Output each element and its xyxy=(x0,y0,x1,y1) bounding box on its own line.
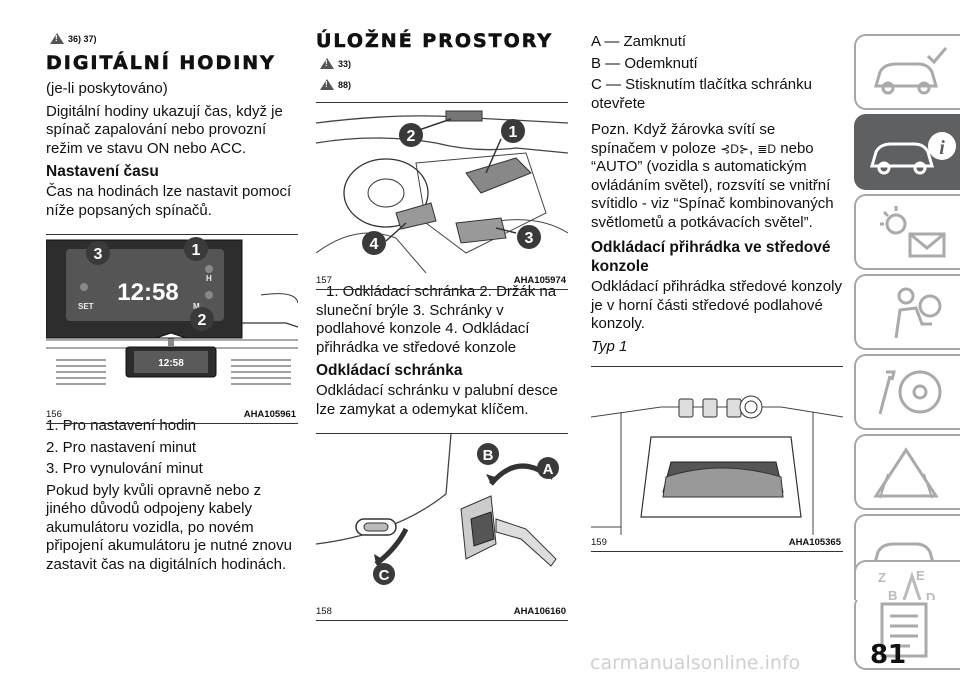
figure-159: 159 AHA105365 xyxy=(591,366,843,552)
paragraph: Čas na hodinách lze nastavit pomocí níže… xyxy=(46,183,292,219)
reference-text: 33) xyxy=(338,58,352,69)
figure-code: AHA105365 xyxy=(788,537,841,548)
svg-text:i: i xyxy=(939,137,945,159)
list-item: A — Zamknutí xyxy=(591,33,687,50)
figure-number: 157 xyxy=(316,275,332,286)
list-item: C — Stisknutím tlačítka schránku otevřet… xyxy=(591,76,812,112)
figure-code: AHA105961 xyxy=(243,409,296,420)
callout-1: 1 xyxy=(509,124,518,141)
paragraph: Odkládací přihrádka středové konzoly je … xyxy=(591,278,842,332)
callout-2: 2 xyxy=(198,312,207,329)
figure-caption: 156 AHA105961 xyxy=(46,407,298,424)
list-item: 2. Pro nastavení minut xyxy=(46,438,197,456)
label-set: SET xyxy=(78,302,94,311)
figure-code: AHA105974 xyxy=(513,275,566,286)
list-item: B — Odemknutí xyxy=(591,54,698,72)
warning-road-icon xyxy=(873,447,939,499)
headlight-icon: ≣D xyxy=(757,141,777,156)
clock-illustration: 12:58 12:58 SET H M 3 1 2 xyxy=(46,235,298,407)
label-m: M xyxy=(193,302,200,311)
section-title-storage: ÚLOŽNÉ PROSTORY xyxy=(316,30,554,53)
figure-157: 2 1 3 4 157 AHA105974 xyxy=(316,102,568,290)
paragraph: Pokud byly kvůli opravně nebo z jiného d… xyxy=(46,481,292,573)
tab-person-airbag[interactable] xyxy=(854,274,960,350)
steering-wrench-icon xyxy=(878,370,942,415)
tab-car-info[interactable]: i xyxy=(854,114,960,190)
figure-caption: 157 AHA105974 xyxy=(316,273,568,290)
callout-4: 4 xyxy=(370,236,379,253)
callout-a: A xyxy=(543,461,554,478)
figure-156: 12:58 12:58 SET H M 3 1 2 156 AHA105961 xyxy=(46,234,298,424)
list-icon xyxy=(880,602,928,658)
callout-3: 3 xyxy=(94,246,103,263)
callout-2: 2 xyxy=(407,128,416,145)
paragraph: (je-li poskytováno) xyxy=(46,80,168,97)
type-label: Typ 1 xyxy=(591,337,628,355)
person-airbag-icon xyxy=(894,287,942,339)
tab-warning-road[interactable] xyxy=(854,434,960,510)
reference-marks: 36) 37) xyxy=(50,33,298,44)
paragraph: Odkládací schránku v palubní desce lze z… xyxy=(316,382,558,418)
svg-text:B: B xyxy=(888,588,897,600)
list-item: 1. Pro nastavení hodin xyxy=(46,417,197,434)
svg-text:E: E xyxy=(916,568,925,583)
lights-mail-icon xyxy=(880,206,946,258)
column-3: A — Zamknutí B — Odemknutí C — Stisknutí… xyxy=(591,0,843,552)
callout-3: 3 xyxy=(525,230,534,247)
car-check-icon xyxy=(874,47,948,95)
figure-number: 156 xyxy=(46,409,62,420)
glovebox-lock-illustration: B A C xyxy=(316,434,568,604)
console-tray-illustration xyxy=(591,367,843,535)
setting-list: 1. Pro nastavení hodin 2. Pro nastavení … xyxy=(46,417,298,479)
column-2: ÚLOŽNÉ PROSTORY 33) 88) xyxy=(316,0,568,621)
lock-list: A — Zamknutí B — Odemknutí C — Stisknutí… xyxy=(591,33,843,113)
label-h: H xyxy=(206,274,212,283)
list-item: 3. Pro vynulování minut xyxy=(46,460,203,477)
parking-light-icon: ⊰D⊱ xyxy=(720,141,750,156)
tab-lights-mail[interactable] xyxy=(854,194,960,270)
figure-number: 159 xyxy=(591,537,607,548)
warning-icon xyxy=(50,33,64,44)
tab-steering-wrench[interactable] xyxy=(854,354,960,430)
tab-list[interactable] xyxy=(854,594,960,670)
reference-text: 36) 37) xyxy=(68,33,97,44)
figure-158: B A C 158 AHA106160 xyxy=(316,433,568,621)
section-title-clock: DIGITÁLNÍ HODINY xyxy=(46,52,276,75)
reference-mark: 88) xyxy=(320,79,568,90)
reference-text: 88) xyxy=(338,79,352,90)
warning-icon xyxy=(320,79,334,90)
clock-time: 12:58 xyxy=(117,279,178,306)
figure-caption: 159 AHA105365 xyxy=(591,535,843,552)
chapter-tab-index: Z E B D xyxy=(854,560,960,600)
watermark: carmanualsonline.info xyxy=(590,652,801,674)
svg-text:Z: Z xyxy=(878,570,886,585)
figure-caption: 158 AHA106160 xyxy=(316,604,568,621)
note-text: nebo “AUTO” (vozidla s automatickým ovlá… xyxy=(591,139,834,231)
figure-code: AHA106160 xyxy=(513,606,566,617)
interior-illustration: 2 1 3 4 xyxy=(316,103,568,273)
subheading-console-tray: Odkládací přihrádka ve středové konzole xyxy=(591,239,831,275)
small-clock-time: 12:58 xyxy=(158,358,184,369)
svg-text:D: D xyxy=(926,590,935,600)
subheading-glovebox: Odkládací schránka xyxy=(316,362,463,379)
note-paragraph: Pozn. Když žárovka svítí se spínačem v p… xyxy=(591,121,843,232)
figure-number: 158 xyxy=(316,606,332,617)
callout-1: 1 xyxy=(192,242,201,259)
subheading-time-setting: Nastavení času xyxy=(46,163,159,180)
tab-car-check[interactable] xyxy=(854,34,960,110)
column-1: 36) 37) DIGITÁLNÍ HODINY (je-li poskytov… xyxy=(46,0,298,578)
car-info-icon: i xyxy=(870,132,956,175)
paragraph: Digitální hodiny ukazují čas, když je sp… xyxy=(46,102,283,157)
note-text: Pozn. Když žárovka svítí se spínačem v p… xyxy=(591,121,776,157)
note-separator: , xyxy=(749,139,754,157)
reference-mark: 33) xyxy=(320,58,568,69)
warning-icon xyxy=(320,58,334,69)
page-number: 81 xyxy=(870,640,907,670)
figure-legend: 1. Odkládací schránka 2. Držák na sluneč… xyxy=(316,283,557,356)
tab-alphabet-index[interactable]: Z E B D xyxy=(854,560,960,600)
callout-c: C xyxy=(379,567,390,584)
alphabet-index-icon: Z E B D xyxy=(878,568,935,600)
callout-b: B xyxy=(483,447,494,464)
